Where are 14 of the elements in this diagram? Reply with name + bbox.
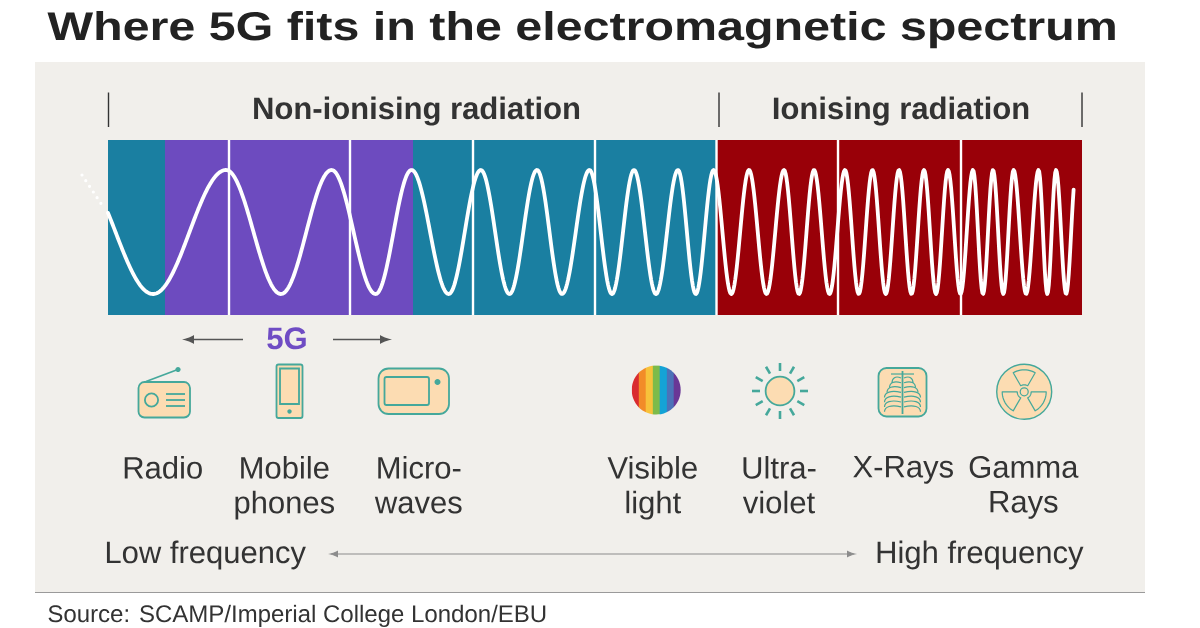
scale-label: Low frequency <box>106 540 306 570</box>
spectrum-label: Ultra- violet <box>742 456 816 514</box>
spectrum-label: X-Rays <box>853 456 953 484</box>
section-heading: Ionising radiation <box>773 96 1029 126</box>
spectrum-label: Gamma Rays <box>969 456 1079 519</box>
spectrum-label: Mobile phones <box>235 456 334 520</box>
spectrum-label: Micro- waves <box>374 456 462 514</box>
scale-label: High frequency <box>877 540 1084 570</box>
source-note: Source: SCAMP/Imperial College London/EBU <box>48 604 546 627</box>
title: Where 5G fits in the electromagnetic spectrum <box>47 11 1115 49</box>
spectrum-label: Radio <box>124 456 202 479</box>
section-heading: Non-ionising radiation <box>254 96 580 126</box>
range-label: 5G <box>267 327 306 350</box>
spectrum-label: Visible light <box>607 456 697 520</box>
